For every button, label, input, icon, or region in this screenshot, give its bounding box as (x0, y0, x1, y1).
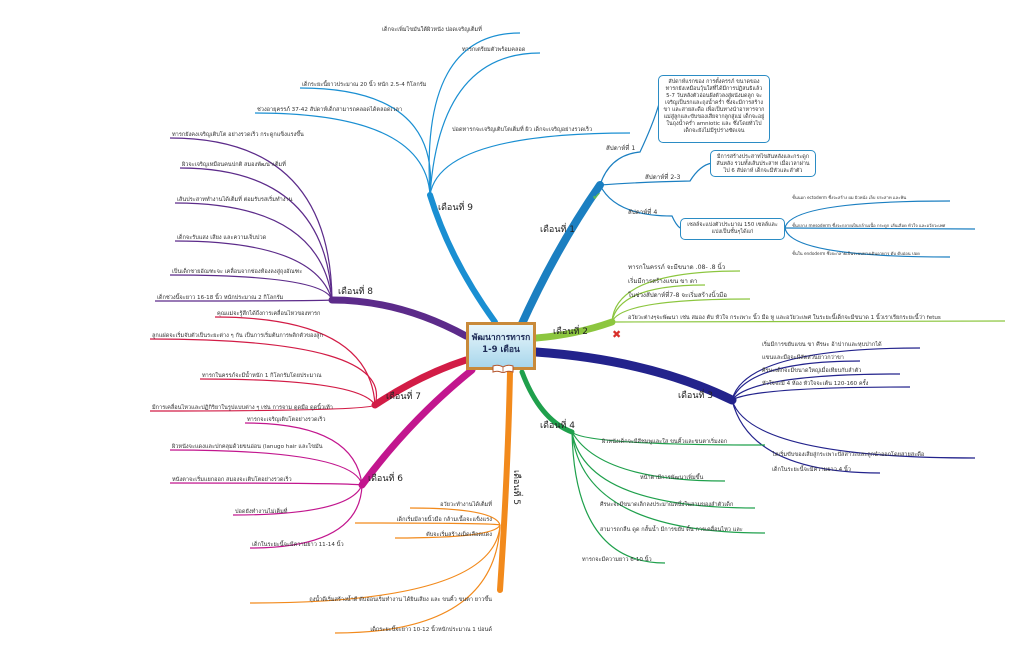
month-4-item[interactable]: ทารกจะมีความยาว 6-10 นิ้ว (582, 555, 652, 563)
month-9-item[interactable]: ช่วงอายุครรภ์ 37-42 สัปดาห์เด็กสามารถคลอ… (257, 105, 402, 113)
branch-month-1[interactable] (516, 181, 604, 332)
central-topic[interactable]: พัฒนาการทารก 1-9 เดือน (466, 322, 536, 370)
layer-item[interactable]: ชั้นนอก ectoderm ซึ่งจะสร้าง ผม ผิวหนัง … (792, 194, 906, 200)
month-8-item[interactable]: เด็กช่วงนี้จะยาว 16-18 นิ้ว หนักประมาณ 2… (157, 293, 284, 301)
month-5-item[interactable]: ตับจะเริ่มสร้างเม็ดเลือดแดง (426, 530, 492, 538)
week-1-box[interactable]: สัปดาห์แรกของ การตั้งครรภ์ ขนาดของทารกยั… (658, 75, 770, 143)
month-6-item[interactable]: ปอดยังทำงานไม่เต็มที่ (235, 507, 288, 515)
month-4-item[interactable]: ศีรษะจะมีขนาดเล็กลงประมาณหนึ่งในสามของลำ… (600, 500, 734, 508)
month-8-item[interactable]: ผิวจะเจริญเหมือนคนปกติ สมองพัฒนาเต็มที่ (181, 160, 286, 168)
month-8-item[interactable]: เด็กจะรับแสง เสียง และความเจ็บปวด (177, 233, 267, 241)
book-icon (492, 364, 514, 373)
month-3-label[interactable]: เดือนที่ 3 (678, 388, 713, 401)
month-6-item[interactable]: ทารกจะเจริญเติบโตอย่างรวดเร็ว (247, 415, 326, 423)
month-7-item[interactable]: ลูกแฝดจะเริ่มจับตัวเป็นระยะต่าง ๆ กัน เป… (152, 331, 323, 339)
month-9-item[interactable]: ทารกเตรียมตัวพร้อมคลอด (462, 46, 526, 53)
month-3-item[interactable]: หัวใจจะมี 4 ห้อง หัวใจจะเต้น 120-160 ครั… (762, 379, 869, 387)
month-4-label[interactable]: เดือนที่ 4 (540, 418, 575, 431)
branch-month-8[interactable] (328, 296, 470, 340)
week-2-3-label[interactable]: สัปดาห์ที่ 2-3 (645, 173, 680, 181)
month-2-item[interactable]: ทารกในครรภ์ จะมีขนาด .08- .8 นิ้ว (628, 262, 725, 271)
month-3-item[interactable]: ศีรษะเด็กจะมีขนาดใหญ่เมื่อเทียบกับลำตัว (762, 366, 862, 374)
branch-month-5[interactable] (497, 369, 513, 593)
month-8-item[interactable]: เป็นเด็กชายอัณฑะจะ เคลื่อนจากช่องท้องลงส… (172, 267, 302, 275)
week-1-text: สัปดาห์แรกของ การตั้งครรภ์ ขนาดของทารกยั… (658, 75, 770, 143)
month-9-item[interactable]: เด็กจะเพิ่มไขมันใต้ผิวหนัง ปอดเจริญเต็มท… (382, 25, 482, 33)
central-topic-title: พัฒนาการทารก 1-9 เดือน (471, 333, 531, 355)
month-5-item[interactable]: ถุงน้ำดีเริ่มสร้างน้ำดี ตับอ่อนเริ่มทำงา… (309, 595, 492, 603)
branch-month-2[interactable] (532, 318, 616, 342)
month-8-item[interactable]: เส้นประสาททำงานได้เต็มที่ ต่อมรับรสเริ่ม… (177, 195, 293, 203)
month-3-item[interactable]: เริ่มมีการขยับแขน ขา ศีรษะ อ้าปากและหุบป… (762, 340, 882, 348)
month-7-item[interactable]: มีการเคลื่อนไหวและปฏิกิริยาในรูปแบบต่าง … (152, 403, 333, 411)
month-6-item[interactable]: เด็กในระยะนี้จะมีความยาว 11-14 นิ้ว (252, 540, 344, 548)
month-2-item[interactable]: ในช่วงสัปดาห์ที่7-8 จะเริ่มสร้างนิ้วมือ (628, 290, 727, 299)
cross-icon: ✖ (612, 328, 621, 341)
month-2-item[interactable]: อวัยวะต่างๆจะพัฒนา เช่น สมอง ตับ หัวใจ ก… (628, 313, 941, 321)
month-7-item[interactable]: ทารกในครรภ์จะมีน้ำหนัก 1 กิโลกรัมโดยประม… (202, 371, 322, 379)
week-4-label[interactable]: สัปดาห์ที่ 4 (628, 208, 657, 216)
month-5-label[interactable]: เดือนที่ 5 (511, 470, 524, 505)
month-7-item[interactable]: คุณแม่จะรู้สึกได้ถึงการเคลื่อนไหวของทารก (217, 309, 320, 317)
month-5-item[interactable]: อวัยวะทำงานได้เต็มที่ (440, 500, 492, 508)
month-4-item[interactable]: หน้าตามีการพัฒนาเพิ่มขึ้น (640, 473, 703, 481)
month-1-label[interactable]: เดือนที่ 1 (540, 222, 575, 235)
month-8-item[interactable]: ทารกยังคงเจริญเติบโต อย่างรวดเร็ว กระดูก… (172, 130, 304, 138)
month-6-item[interactable]: หนังตาจะเริ่มแยกออก สมองจะเติบโตอย่างรวด… (172, 475, 292, 483)
branch-month-3[interactable] (531, 347, 737, 405)
week-4-text: เซลล์จะแบ่งตัวประมาณ 150 เซลล์และแบ่งเป็… (680, 218, 785, 240)
layer-item[interactable]: ชั้นกลาง mesoderm ซึ่งจะกลายเป็นกล้ามเนื… (792, 222, 946, 229)
month-9-item[interactable]: ปอดทารกจะเจริญเติบโตเต็มที่ ผิว เด็กจะเจ… (452, 125, 592, 133)
month-2-label[interactable]: เดือนที่ 2 (553, 324, 588, 337)
month-7-label[interactable]: เดือนที่ 7 (386, 389, 421, 402)
week-2-3-box[interactable]: มีการสร้างประสาทไขสันหลังและกระดูกสันหลั… (710, 150, 816, 177)
week-1-label[interactable]: สัปดาห์ที่ 1 (606, 144, 635, 152)
month-9-label[interactable]: เดือนที่ 9 (438, 200, 473, 213)
month-8-label[interactable]: เดือนที่ 8 (338, 284, 373, 297)
month-6-item[interactable]: ผิวหนังจะแดงและปกคลุมด้วยขนอ่อน (lanugo … (171, 443, 322, 450)
branch-month-4[interactable] (519, 369, 575, 435)
month-3-item[interactable]: ไตเริ่มขับของเสียสู่กระเพาะปัสสาวะและถูก… (771, 450, 924, 458)
branch-month-7[interactable] (371, 356, 470, 409)
branch-month-6[interactable] (358, 366, 476, 489)
month-5-item[interactable]: เด็กเริ่มมีลายนิ้วมือ กล้ามเนื้อจะแข็งแร… (397, 515, 493, 523)
week-4-box[interactable]: เซลล์จะแบ่งตัวประมาณ 150 เซลล์และแบ่งเป็… (680, 218, 785, 240)
month-5-item[interactable]: เด็กระยะนี้จะยาว 10-12 นิ้วหนักประมาณ 1 … (370, 625, 492, 633)
layer-item[interactable]: ชั้นใน endoderm ซึ่งจะกลายเป็นระบบทางเดิ… (792, 250, 920, 256)
month-6-label[interactable]: เดือนที่ 6 (368, 471, 403, 484)
branch-month-9[interactable] (427, 192, 498, 325)
week-2-3-text: มีการสร้างประสาทไขสันหลังและกระดูกสันหลั… (710, 150, 816, 177)
month-2-item[interactable]: เริ่มมีการสร้างแขน ขา ตา (628, 277, 697, 285)
month-4-item[interactable]: สามารถกลืน ดูด กลั้นน้ำ มีการขยับ ดิ้น ก… (600, 525, 743, 533)
month-3-item[interactable]: เด็กในระยะนี้จะมีความยาว 4 นิ้ว (772, 465, 851, 473)
month-4-item[interactable]: ผิวหนังเด็กจะมีสีชมพูและใส ขนคิ้วและขนตา… (601, 437, 727, 445)
month-3-item[interactable]: แขนและมือจะมีสัดส่วนยาวกว่าขา (762, 354, 844, 361)
month-9-item[interactable]: เด็กระยะนี้ยาวประมาณ 20 นิ้ว หนัก 2.5-4 … (302, 80, 427, 88)
check-icon: ✔ (592, 190, 601, 203)
